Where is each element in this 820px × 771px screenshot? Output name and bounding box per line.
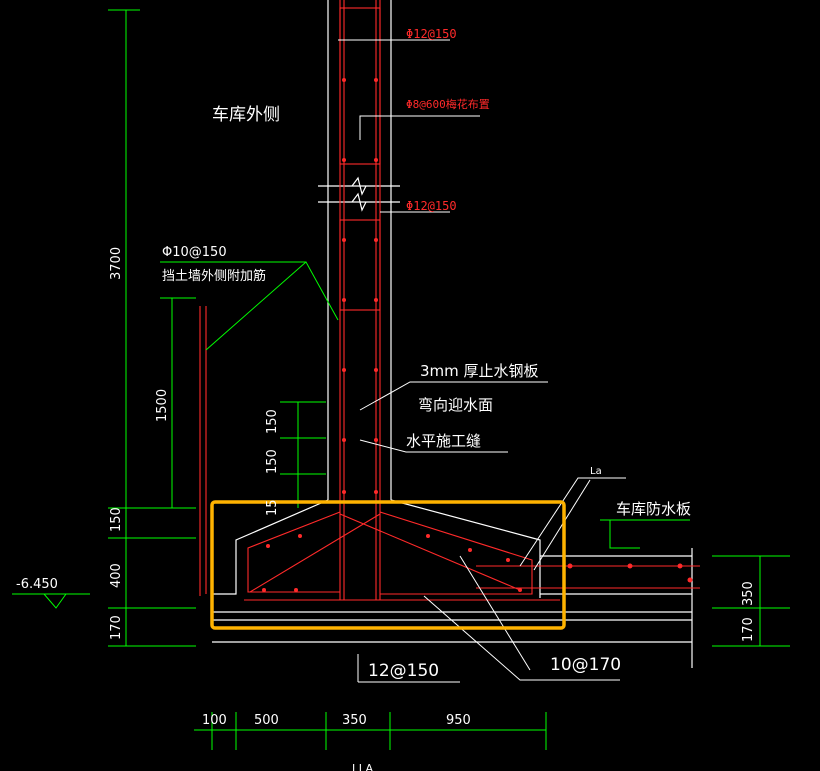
dim-left-total: 3700	[109, 247, 124, 280]
highlight-box	[210, 500, 566, 630]
dim-left-150-c: 150	[109, 507, 124, 532]
dim-right-350: 350	[741, 581, 756, 606]
dim-bottom-950: 950	[446, 713, 471, 728]
label-waterstop-plate: 3mm 厚止水钢板	[420, 362, 539, 380]
wall-outline	[318, 0, 400, 500]
leader-lines	[338, 39, 626, 683]
dim-bottom-100: 100	[202, 713, 227, 728]
label-garage-outside: 车库外侧	[212, 105, 280, 125]
dim-bottom-350: 350	[342, 713, 367, 728]
footing-outline	[212, 499, 693, 668]
dim-left-170: 170	[109, 615, 124, 640]
label-rebar-top: Φ12@150	[406, 27, 457, 41]
dim-bottom-500: 500	[254, 713, 279, 728]
label-bend-face: 弯向迎水面	[418, 396, 493, 414]
label-construction-joint: 水平施工缝	[406, 432, 481, 450]
label-bottom-partial: I I A	[352, 762, 373, 771]
label-elevation: -6.450	[16, 577, 58, 592]
label-rebar-add-desc: 挡土墙外侧附加筋	[162, 268, 266, 284]
dim-left-150-b: 150	[265, 449, 280, 474]
dim-right-170: 170	[741, 617, 756, 642]
dim-left-1500: 1500	[155, 389, 170, 422]
label-rebar-mid: Φ12@150	[406, 199, 457, 213]
label-garage-slab: 车库防水板	[616, 500, 691, 518]
label-bottom-rebar-1: 12@150	[368, 661, 439, 681]
rebar-dots	[262, 78, 693, 592]
dim-left-400: 400	[109, 563, 124, 588]
label-bottom-rebar-2: 10@170	[550, 655, 621, 675]
label-lap: La	[590, 466, 602, 477]
label-rebar-tie: Φ8@600梅花布置	[406, 97, 490, 111]
dim-left-15: 15	[265, 499, 280, 516]
dimension-lines	[12, 9, 790, 750]
dim-left-150-a: 150	[265, 409, 280, 434]
label-rebar-add-spec: Φ10@150	[162, 245, 227, 260]
